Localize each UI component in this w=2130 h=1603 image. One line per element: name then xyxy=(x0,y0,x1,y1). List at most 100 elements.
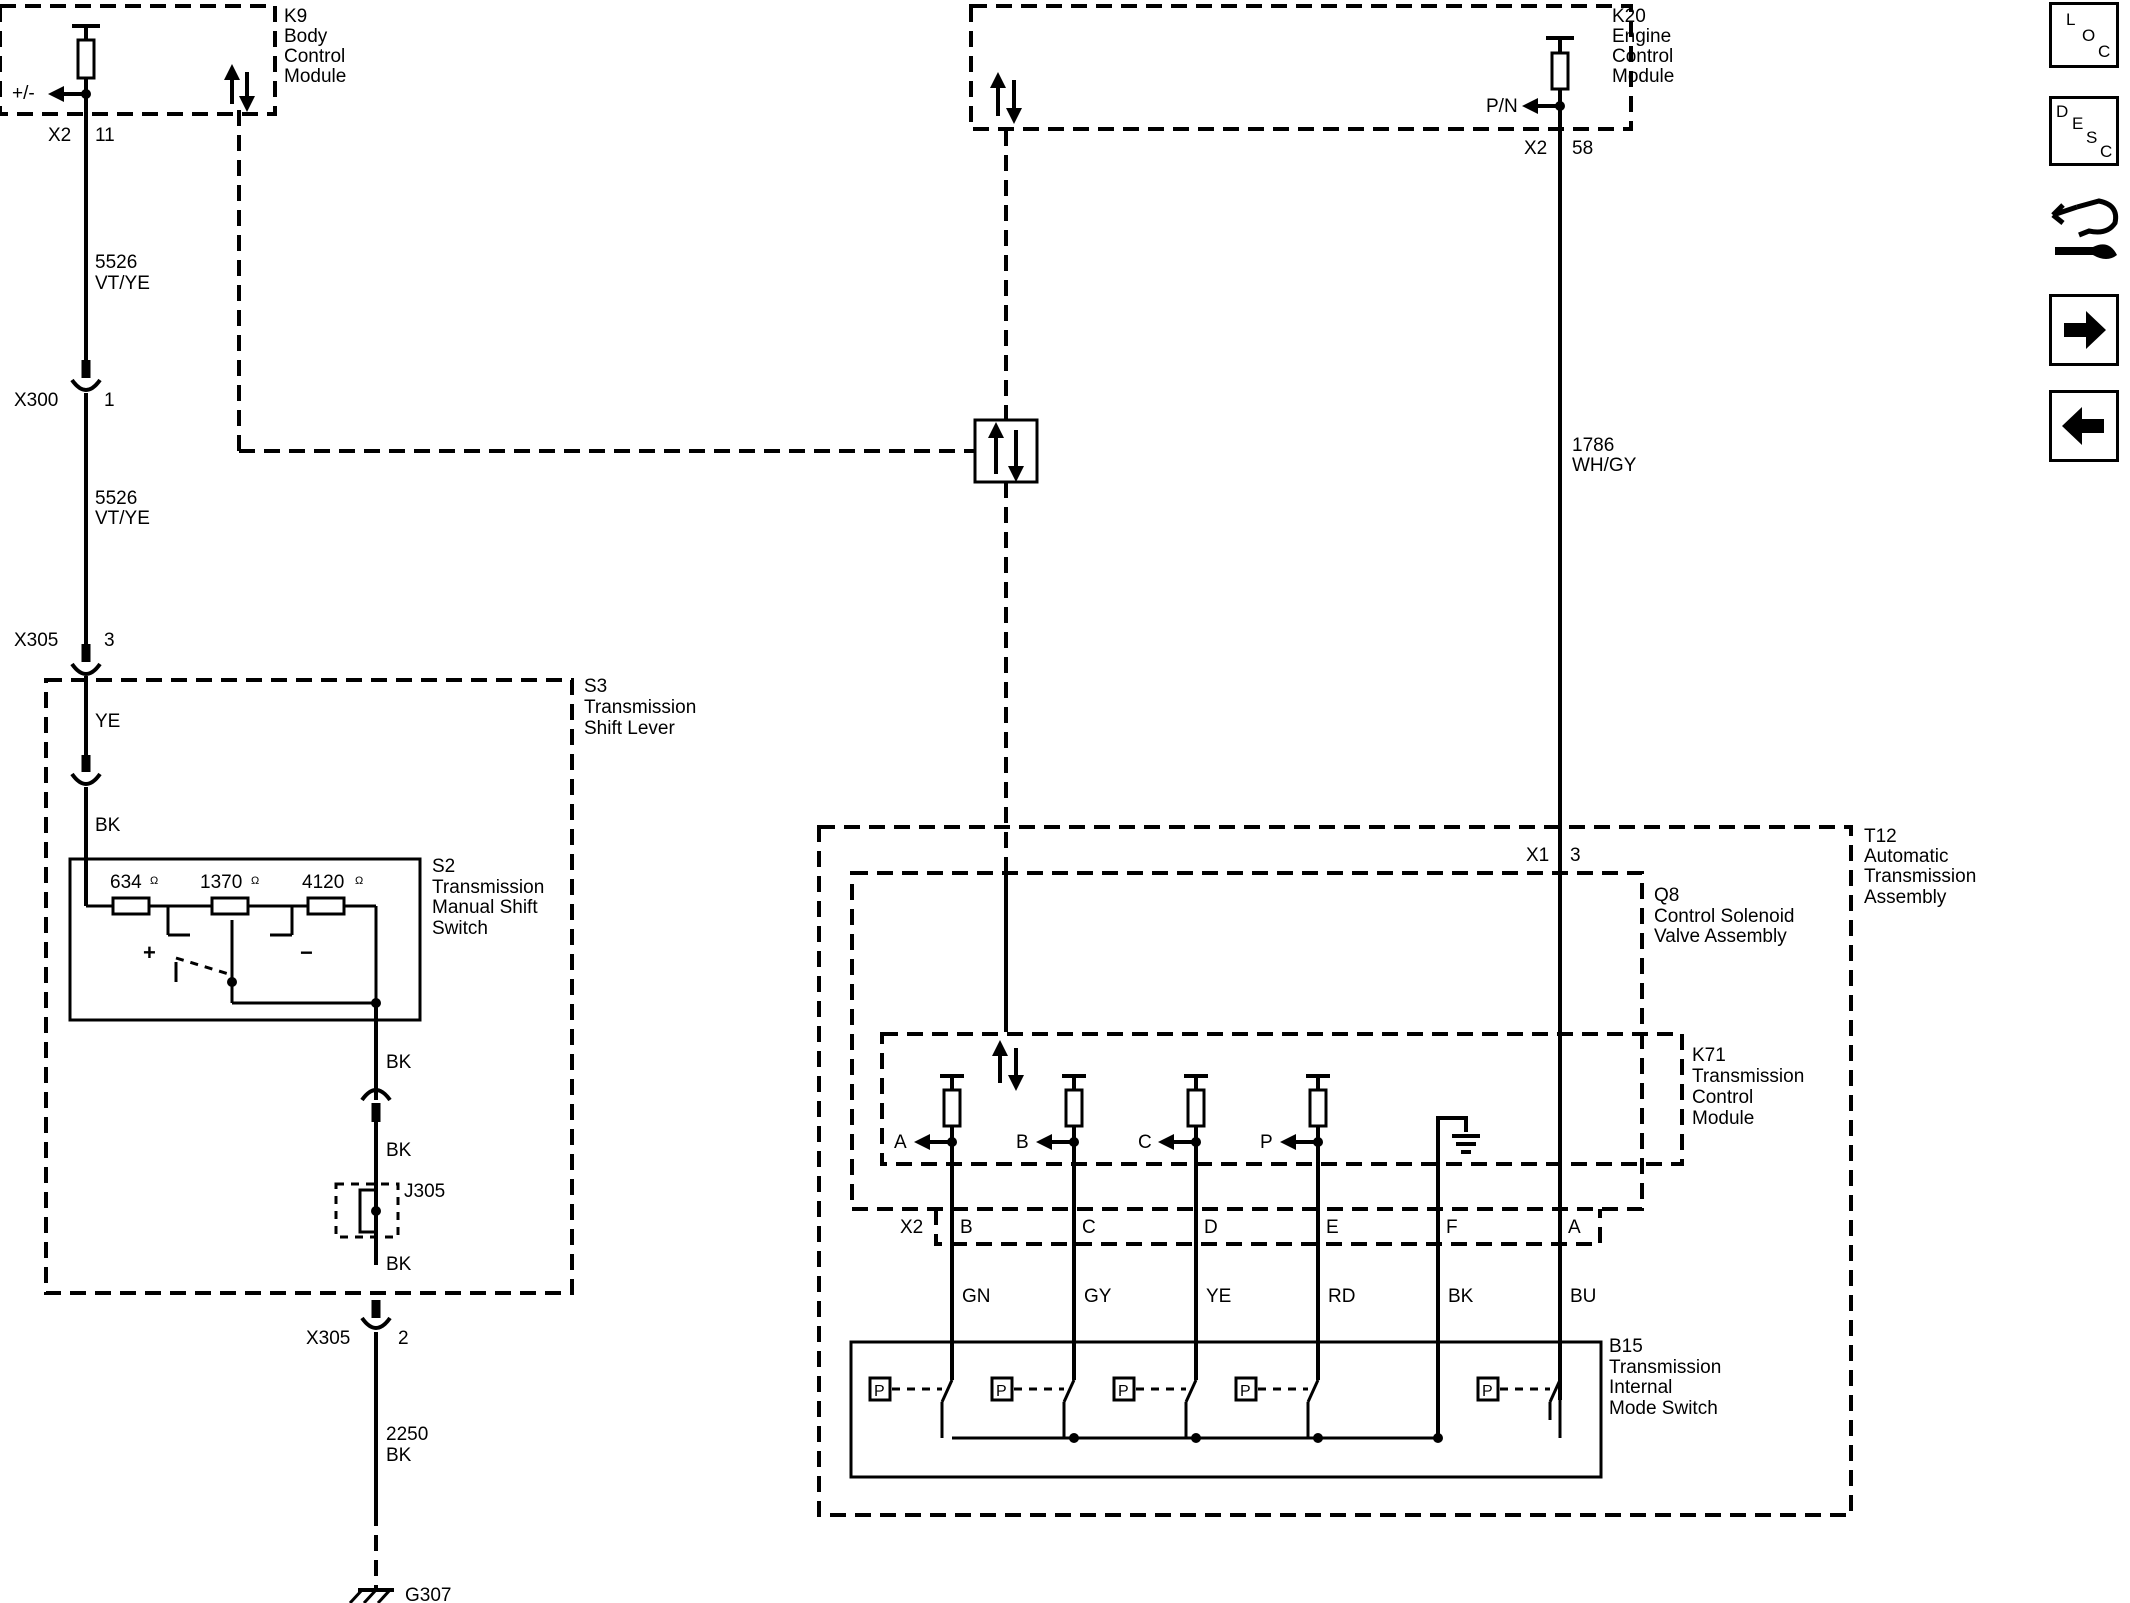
svg-text:Control: Control xyxy=(1612,46,1673,67)
svg-text:Module: Module xyxy=(1612,66,1674,87)
svg-text:YE: YE xyxy=(95,711,120,732)
k71-pin-f: F xyxy=(1446,1217,1458,1238)
arrow-right-icon xyxy=(2064,311,2106,349)
svg-text:P: P xyxy=(1240,1383,1251,1400)
svg-text:Body: Body xyxy=(284,26,328,47)
svg-text:4120: 4120 xyxy=(302,872,344,893)
arrow-left-icon xyxy=(2062,407,2104,445)
b15-switch: P xyxy=(1234,1376,1323,1443)
svg-text:P: P xyxy=(1482,1383,1493,1400)
svg-text:2: 2 xyxy=(398,1328,409,1349)
svg-text:Internal: Internal xyxy=(1609,1377,1672,1398)
svg-text:BK: BK xyxy=(386,1254,412,1275)
k71-input-c: C xyxy=(1138,1074,1208,1153)
wire-color-label: GN xyxy=(962,1286,991,1307)
svg-text:Transmission: Transmission xyxy=(1864,866,1976,887)
svg-text:Manual Shift: Manual Shift xyxy=(432,897,538,918)
serial-data-icon xyxy=(992,1040,1024,1091)
svg-text:A: A xyxy=(894,1132,907,1153)
k71-pin-d: D xyxy=(1204,1217,1218,1238)
svg-text:+: + xyxy=(143,940,156,965)
previous-button[interactable] xyxy=(2049,390,2119,462)
ground-icon xyxy=(1436,1116,1480,1200)
svg-text:G307: G307 xyxy=(405,1585,451,1603)
svg-text:S2: S2 xyxy=(432,856,455,877)
svg-text:1786: 1786 xyxy=(1572,435,1614,456)
svg-text:Control: Control xyxy=(284,46,345,67)
k71-input-a: A xyxy=(894,1074,964,1153)
svg-text:5526: 5526 xyxy=(95,252,137,273)
svg-text:Transmission: Transmission xyxy=(432,877,544,898)
k71-pin-e: E xyxy=(1326,1217,1339,1238)
loc-button[interactable]: L O C xyxy=(2049,2,2119,68)
svg-text:K20: K20 xyxy=(1612,6,1646,27)
k20-module: K20 Engine Control Module P/N X2 58 xyxy=(969,4,1674,159)
svg-text:X2: X2 xyxy=(900,1217,923,1238)
svg-text:58: 58 xyxy=(1572,138,1593,159)
svg-text:BK: BK xyxy=(386,1052,412,1073)
svg-text:S3: S3 xyxy=(584,676,607,697)
diagnostic-icon[interactable] xyxy=(2049,185,2121,267)
svg-text:X1: X1 xyxy=(1526,845,1549,866)
svg-text:Shift Lever: Shift Lever xyxy=(584,718,675,739)
svg-text:Automatic: Automatic xyxy=(1864,846,1948,867)
svg-text:Ω: Ω xyxy=(150,875,158,887)
svg-text:VT/YE: VT/YE xyxy=(95,273,150,294)
svg-text:X305: X305 xyxy=(306,1328,350,1349)
desc-button[interactable]: D E S C xyxy=(2049,96,2119,166)
svg-text:2250: 2250 xyxy=(386,1424,428,1445)
k9-pin: 11 xyxy=(95,125,115,146)
svg-text:Control Solenoid: Control Solenoid xyxy=(1654,906,1794,927)
wire-5526: 5526 VT/YE X300 1 5526 VT/YE X305 3 xyxy=(14,94,150,676)
t12-assembly: T12 Automatic Transmission Assembly X1 3… xyxy=(817,825,1976,1517)
svg-text:K71: K71 xyxy=(1692,1045,1726,1066)
svg-text:Ω: Ω xyxy=(355,875,363,887)
svg-text:5526: 5526 xyxy=(95,488,137,509)
k9-io-label: +/- xyxy=(12,83,35,104)
svg-text:3: 3 xyxy=(104,630,115,651)
svg-text:Valve Assembly: Valve Assembly xyxy=(1654,926,1787,947)
s3-shift-lever: S3 Transmission Shift Lever YE BK S2 Tra… xyxy=(44,676,696,1295)
svg-text:Module: Module xyxy=(1692,1108,1754,1129)
q8-solenoid-valve-assembly: Q8 Control Solenoid Valve Assembly xyxy=(850,871,1794,1211)
b15-switch: P xyxy=(990,1376,1079,1443)
svg-text:Engine: Engine xyxy=(1612,26,1671,47)
k9-connector: X2 xyxy=(48,125,71,146)
x305-top-label: X305 xyxy=(14,630,58,651)
wire-color-label: RD xyxy=(1328,1286,1355,1307)
serial-data-icon xyxy=(224,64,255,112)
svg-text:Transmission: Transmission xyxy=(584,697,696,718)
svg-text:J305: J305 xyxy=(404,1181,445,1202)
svg-text:P/N: P/N xyxy=(1486,96,1518,117)
svg-text:Mode Switch: Mode Switch xyxy=(1609,1398,1718,1419)
next-button[interactable] xyxy=(2049,294,2119,366)
svg-text:P: P xyxy=(874,1383,885,1400)
ground-circuit: X305 2 2250 BK G307 xyxy=(306,1300,451,1603)
svg-text:P: P xyxy=(996,1383,1007,1400)
svg-text:P: P xyxy=(1118,1383,1129,1400)
s2-manual-shift-switch: S2 Transmission Manual Shift Switch 634 … xyxy=(68,856,544,1022)
svg-text:Transmission: Transmission xyxy=(1692,1066,1804,1087)
svg-text:−: − xyxy=(300,940,313,965)
x300-label: X300 xyxy=(14,390,58,411)
svg-text:VT/YE: VT/YE xyxy=(95,508,150,529)
svg-text:B: B xyxy=(1016,1132,1029,1153)
svg-text:Ω: Ω xyxy=(251,875,259,887)
k9-ref: K9 xyxy=(284,6,307,27)
svg-text:3: 3 xyxy=(1570,845,1581,866)
svg-text:P: P xyxy=(1260,1132,1273,1153)
wire-color-label: GY xyxy=(1084,1286,1112,1307)
wire-color-label: BK xyxy=(1448,1286,1474,1307)
svg-text:Switch: Switch xyxy=(432,918,488,939)
svg-text:634: 634 xyxy=(110,872,142,893)
svg-text:C: C xyxy=(1138,1132,1152,1153)
svg-text:1370: 1370 xyxy=(200,872,242,893)
ground-icon xyxy=(348,1588,394,1603)
svg-text:BK: BK xyxy=(386,1445,412,1466)
wire-color-label: BU xyxy=(1570,1286,1596,1307)
b15-switch: P xyxy=(1112,1376,1201,1443)
